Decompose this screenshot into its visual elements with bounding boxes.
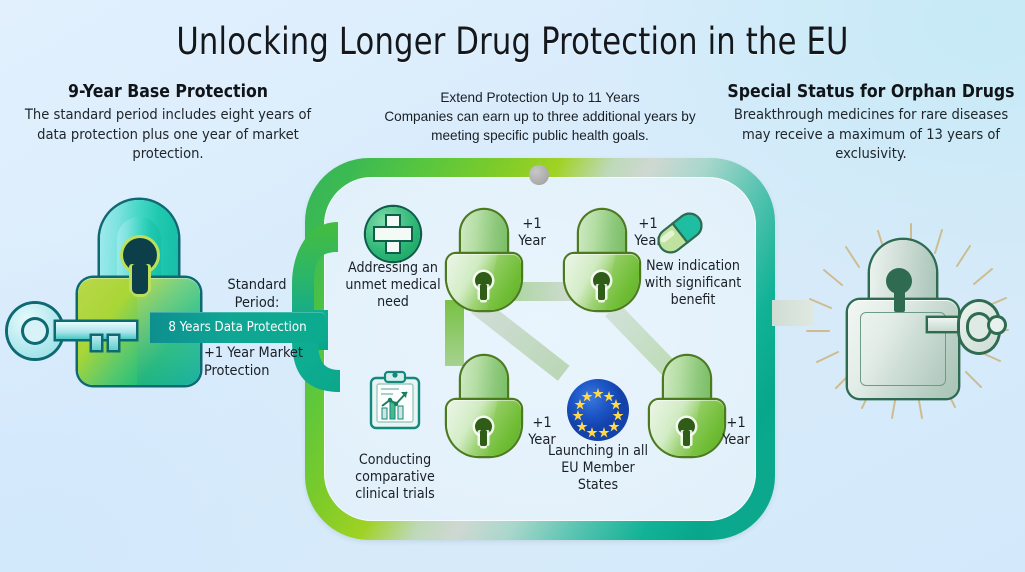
extension-lock-new-indication [565, 210, 639, 310]
medical-cross-disc [366, 207, 420, 261]
badge-plus-one-year-eu-launch: +1 Year [722, 414, 750, 448]
key-shaft [56, 322, 136, 339]
key-tooth-2 [109, 336, 118, 350]
key-shaft [928, 318, 968, 331]
data-protection-bar: 8 Years Data Protection [150, 312, 325, 343]
center-heading: Extend Protection Up to 11 Years [440, 90, 640, 105]
right-heading: Special Status for Orphan Drugs [727, 82, 1015, 102]
caption-eu-launch: Launching in all EU Member States [548, 443, 648, 493]
right-body: Breakthrough medicines for rare diseases… [733, 106, 1009, 162]
clipboard-chart-icon [368, 370, 422, 432]
caption-comparative-trials: Conducting comparative clinical trials [355, 452, 435, 502]
keyhole-icon [886, 268, 912, 312]
market-protection-label: +1 Year Market Protection [204, 345, 303, 379]
panel-marker-dot [529, 165, 549, 185]
key-bow [8, 304, 62, 358]
keyhole-icon [593, 272, 610, 300]
left-heading: 9-Year Base Protection [67, 82, 269, 102]
padlock-body [848, 300, 958, 398]
orphan-drug-lock-group [800, 222, 1022, 422]
padlock-body-inset [860, 312, 946, 386]
standard-period-label: Standard Period: [227, 277, 287, 311]
keyhole-icon [475, 418, 492, 446]
page-title: Unlocking Longer Drug Protection in the … [176, 20, 849, 63]
key-nub [990, 318, 1004, 332]
pill-capsule-icon [652, 210, 708, 256]
badge-plus-one-year-trials: +1 Year [528, 414, 556, 448]
key-bow [960, 302, 998, 352]
center-text-block: Extend Protection Up to 11 Years Compani… [372, 88, 708, 145]
keyhole-icon [678, 418, 695, 446]
orphan-key-icon [928, 300, 1010, 356]
cross-horizontal-bar [375, 228, 411, 240]
extension-lock-unmet-medical-need [447, 210, 521, 310]
key-tooth-1 [92, 336, 101, 350]
orphan-padlock [848, 240, 958, 398]
extension-lock-eu-launch [650, 356, 724, 456]
right-text-block: Special Status for Orphan Drugs Breakthr… [718, 82, 1024, 164]
badge-plus-one-year-new-indication: +1 Year [634, 215, 662, 249]
extension-lock-comparative-trials [447, 356, 521, 456]
medical-cross-icon [366, 207, 420, 261]
eu-flag-icon [566, 378, 630, 442]
caption-new-indication: New indication with significant benefit [644, 258, 742, 308]
left-text-block: 9-Year Base Protection The standard peri… [12, 82, 324, 164]
center-body: Companies can earn up to three additiona… [384, 109, 696, 143]
left-body: The standard period includes eight years… [24, 106, 312, 162]
keyhole-icon [475, 272, 492, 300]
connector-band-horizontal [512, 282, 574, 301]
base-protection-key-icon [8, 302, 136, 360]
caption-unmet-medical-need: Addressing an unmet medical need [345, 260, 441, 310]
keyhole-icon [123, 238, 157, 294]
connector-band-vertical [445, 300, 464, 366]
connector-band-to-orphan [772, 300, 814, 326]
badge-plus-one-year-unmet: +1 Year [518, 215, 546, 249]
